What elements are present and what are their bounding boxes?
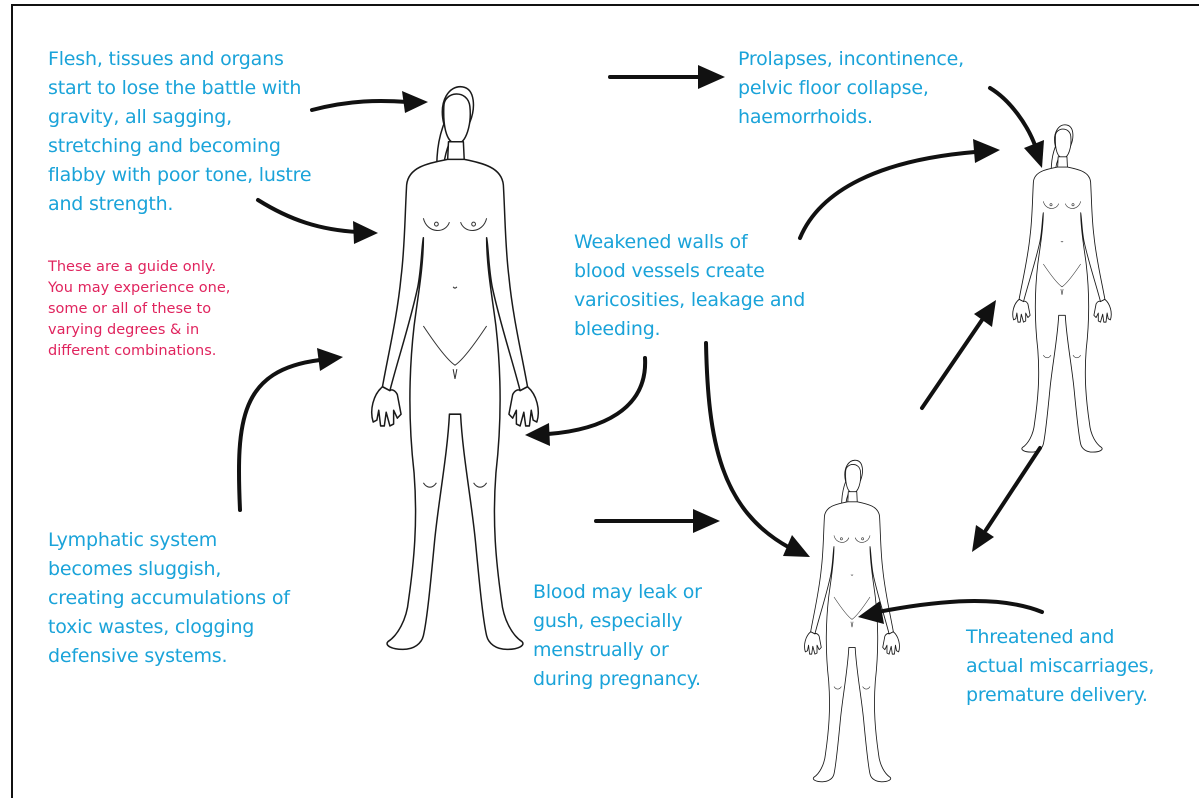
arrow-up-to-right-figure <box>922 300 996 408</box>
arrow-weakened-to-right-figure <box>800 139 1000 238</box>
arrow-prolapse-to-figure <box>990 88 1044 168</box>
large-female-figure <box>372 87 539 650</box>
arrow-top-horizontal <box>610 65 725 89</box>
upper-right-female-figure <box>1013 125 1111 452</box>
arrow-to-head <box>312 91 428 113</box>
blood-leak-label: Blood may leak or gush, especially menst… <box>533 578 702 694</box>
lymphatic-label: Lymphatic system becomes sluggish, creat… <box>48 526 290 671</box>
arrow-middle-horizontal <box>596 509 720 533</box>
arrow-weakened-to-large-figure <box>525 358 645 446</box>
arrow-lymphatic-to-hand <box>239 348 343 510</box>
prolapse-label: Prolapses, incontinence, pelvic floor co… <box>738 45 964 132</box>
arrow-down-to-lower-figure <box>972 448 1040 552</box>
weakened-walls-label: Weakened walls of blood vessels create v… <box>574 228 805 344</box>
flesh-tissues-label: Flesh, tissues and organs start to lose … <box>48 45 311 219</box>
guide-note: These are a guide only. You may experien… <box>48 257 230 362</box>
arrow-weakened-to-lower-figure <box>706 343 810 557</box>
lower-middle-female-figure <box>805 460 900 782</box>
miscarriage-label: Threatened and actual miscarriages, prem… <box>966 623 1154 710</box>
